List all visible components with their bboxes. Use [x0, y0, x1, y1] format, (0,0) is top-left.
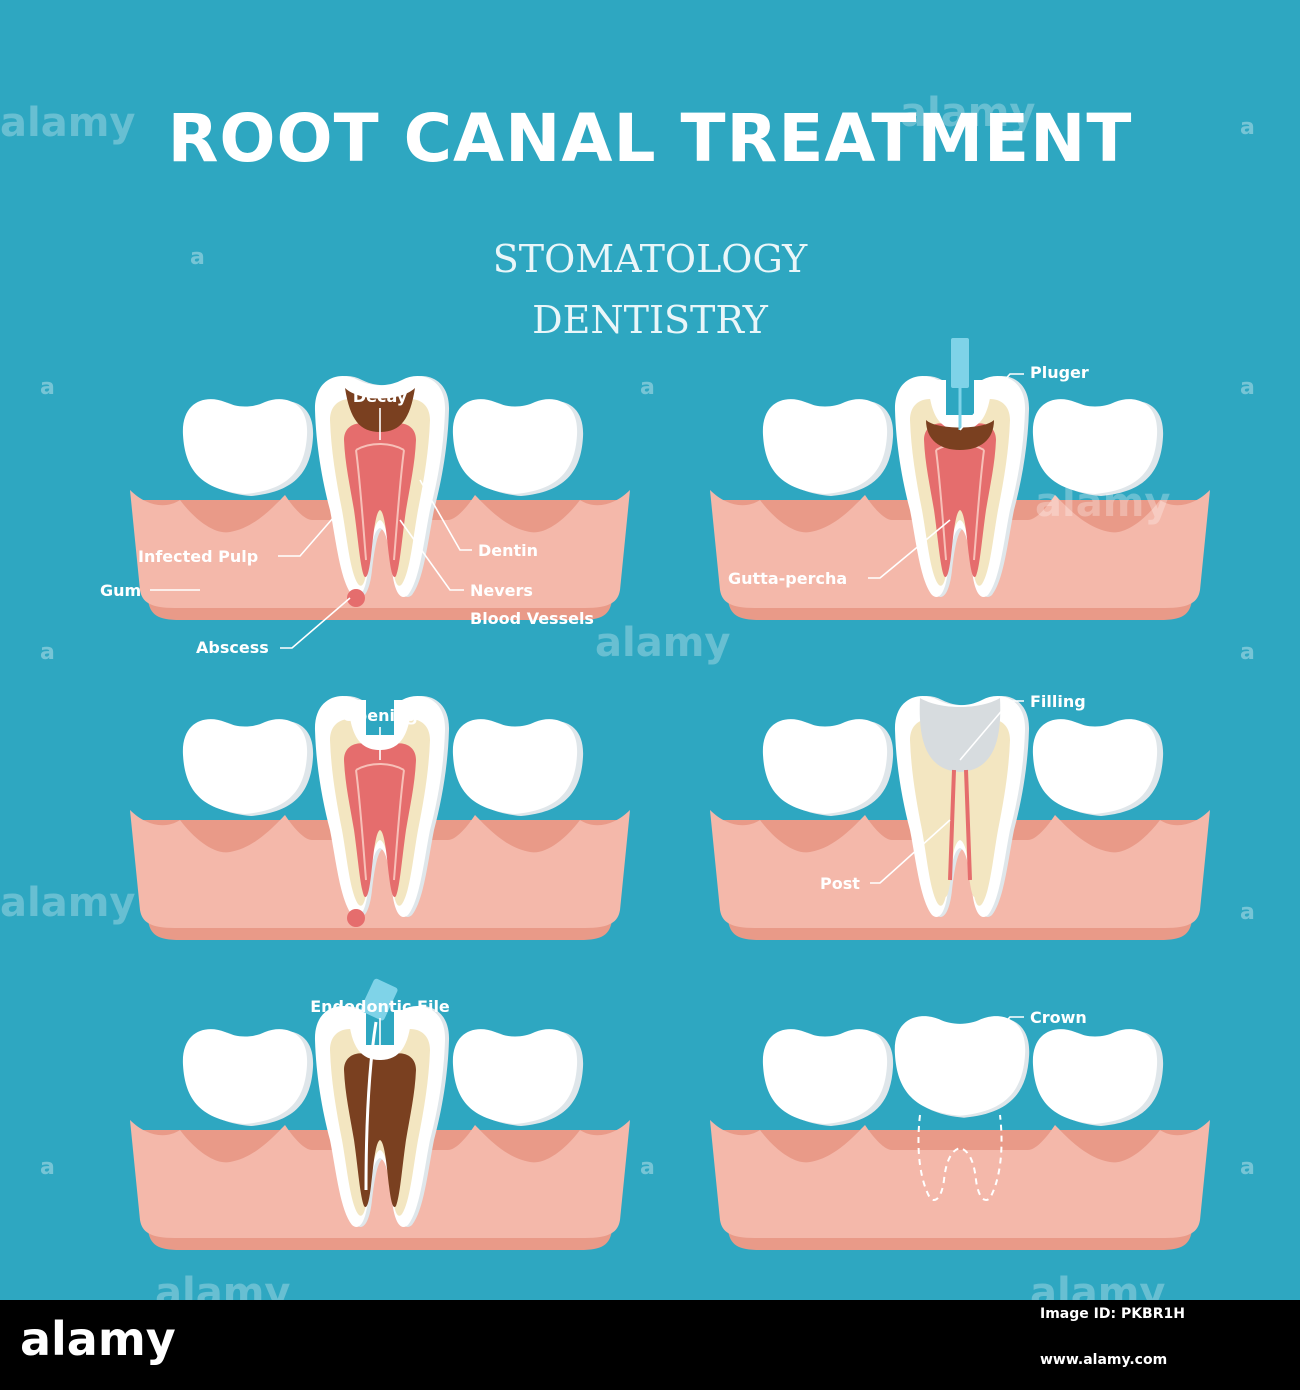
watermark-letter: a	[190, 245, 205, 270]
gum	[710, 1120, 1210, 1238]
gum	[130, 810, 630, 928]
nerves-vessels	[355, 763, 405, 881]
watermark: alamy	[900, 90, 1036, 136]
watermark-letter: a	[640, 1155, 655, 1180]
watermark-letter: a	[1240, 115, 1255, 140]
pluger-handle	[951, 338, 969, 388]
middle-tooth	[894, 338, 1030, 598]
label-gutta-percha: Gutta-percha	[728, 569, 847, 588]
footer-logo: alamy	[20, 1312, 176, 1366]
label-nerves: Nevers	[470, 581, 533, 600]
gum	[130, 490, 630, 608]
leader-line	[868, 519, 951, 579]
label-infected-pulp: Infected Pulp	[138, 547, 258, 566]
watermark-letter: a	[40, 640, 55, 665]
stock-footer: alamy Image ID: PKBR1H www.alamy.com	[0, 1300, 1300, 1390]
gum	[710, 490, 1210, 608]
watermark: alamy	[0, 880, 136, 926]
side-tooth	[182, 1029, 314, 1126]
side-tooth	[182, 399, 314, 496]
watermark-letter: a	[40, 1155, 55, 1180]
label-endodontic-file: Endodontic File	[310, 997, 450, 1016]
abscess	[347, 909, 365, 927]
watermark: alamy	[1035, 480, 1171, 526]
label-gum: Gum	[100, 581, 141, 600]
watermark-letter: a	[640, 375, 655, 400]
infographic: ROOT CANAL TREATMENT STOMATOLOGY DENTIST…	[0, 90, 1255, 1316]
subtitle-line-2: DENTISTRY	[532, 298, 768, 342]
leader-line	[870, 819, 951, 884]
side-tooth	[182, 719, 314, 816]
label-filling: Filling	[1030, 692, 1086, 711]
watermark-letter: a	[40, 375, 55, 400]
nerves-vessels	[355, 443, 405, 561]
watermark-letter: a	[1240, 640, 1255, 665]
watermark-letter: a	[1240, 900, 1255, 925]
label-pluger: Pluger	[1030, 363, 1089, 382]
endodontic-file-shaft	[364, 1021, 378, 1191]
side-tooth	[1032, 1029, 1164, 1126]
endodontic-file-handle	[360, 978, 398, 1021]
label-crown: Crown	[1030, 1008, 1087, 1027]
leader-line	[278, 509, 341, 557]
page-title: ROOT CANAL TREATMENT	[167, 100, 1133, 177]
access-opening	[348, 700, 412, 750]
leader-line	[959, 1016, 1024, 1071]
side-tooth	[762, 1029, 894, 1126]
side-tooth	[762, 399, 894, 496]
side-tooth	[452, 1029, 584, 1126]
post	[948, 769, 972, 881]
root-outline-dashed	[917, 1114, 1003, 1201]
gum	[710, 810, 1210, 928]
leader-line	[280, 597, 351, 649]
label-opening: Opening	[342, 706, 418, 725]
gum	[130, 1120, 630, 1238]
side-tooth	[452, 399, 584, 496]
watermark: alamy	[595, 620, 731, 666]
label-blood-vessels: Blood Vessels	[470, 609, 594, 628]
middle-tooth	[314, 978, 450, 1228]
panel-file: Endodontic File	[130, 978, 630, 1250]
middle-tooth	[894, 1016, 1030, 1201]
access-opening	[928, 380, 992, 430]
filling-material	[919, 698, 1001, 772]
leader-line	[959, 373, 1024, 431]
middle-tooth	[894, 695, 1030, 918]
leader-line	[959, 700, 1024, 761]
canal-debris	[926, 420, 994, 450]
leader-line	[399, 519, 464, 591]
watermark-letter: a	[1240, 1155, 1255, 1180]
subtitle-line-1: STOMATOLOGY	[492, 237, 808, 281]
label-post: Post	[820, 874, 860, 893]
watermark: alamy	[0, 100, 136, 146]
panel-opening: Opening	[130, 695, 630, 940]
footer-image-id: Image ID: PKBR1H	[1040, 1306, 1185, 1322]
label-dentin: Dentin	[478, 541, 538, 560]
panel-crown: Crown	[710, 1008, 1210, 1250]
side-tooth	[1032, 719, 1164, 816]
leader-line	[419, 479, 472, 551]
watermark-letter: a	[1240, 375, 1255, 400]
abscess	[347, 589, 365, 607]
label-decay: Decay	[353, 387, 408, 406]
label-abscess: Abscess	[196, 638, 269, 657]
side-tooth	[762, 719, 894, 816]
footer-url: www.alamy.com	[1040, 1352, 1168, 1368]
access-opening	[348, 1010, 412, 1060]
side-tooth	[452, 719, 584, 816]
